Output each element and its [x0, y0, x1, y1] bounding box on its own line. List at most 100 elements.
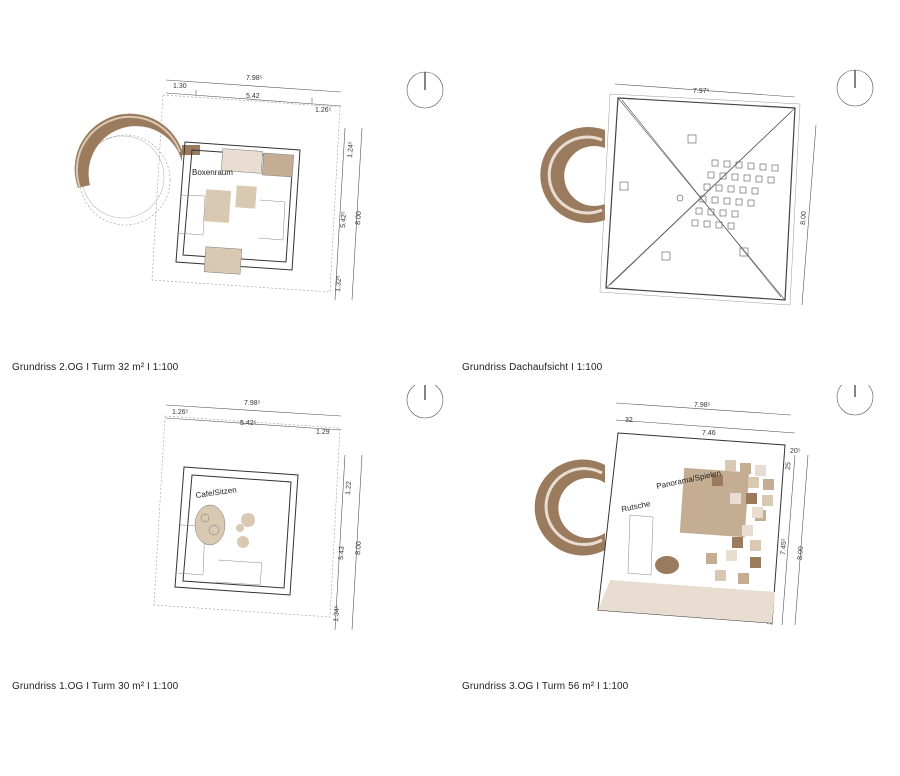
dim-v1: 1.22	[345, 481, 353, 495]
tower-walls	[597, 432, 786, 624]
tower-walls	[174, 466, 299, 596]
skylight	[759, 163, 767, 171]
slide-ramp	[534, 459, 605, 556]
skylight	[707, 208, 715, 216]
skylight	[723, 160, 731, 168]
skylight	[735, 198, 743, 206]
dim-v2: 5.43	[338, 546, 346, 560]
caption: Grundriss 2.OG I Turm 32 m² I 1:100	[12, 362, 179, 373]
skylight	[731, 173, 739, 181]
skylight	[711, 196, 719, 204]
skylight	[739, 186, 747, 194]
floor-tile	[750, 540, 761, 551]
skylight	[747, 162, 755, 170]
skylight	[727, 222, 735, 230]
plan-3og-drawing: 7.98⁵ 32 7.46 20⁵ 25 7.45⁵ 29⁵ 8.00 Ruts…	[534, 378, 874, 625]
north-arrow-icon	[836, 378, 874, 416]
skylight	[755, 175, 763, 183]
plan-1og: 7.98⁵ 1.26⁵ 5.42⁵ 1.29 1.22 5.43 1.34⁵ 8…	[0, 381, 450, 771]
skylight	[703, 220, 711, 228]
skylight	[723, 197, 731, 205]
room-label-slide: Rutsche	[621, 499, 652, 514]
dim-mid: 5.42⁵	[240, 420, 257, 427]
room-label: Cafe/Sitzen	[195, 485, 237, 500]
skylight	[731, 210, 739, 218]
floor-tile	[763, 479, 774, 490]
skylight	[719, 172, 727, 180]
skylight	[691, 219, 699, 227]
dim-left: 1.26⁵	[172, 409, 189, 416]
skylight	[751, 187, 759, 195]
slide-ramp	[74, 113, 200, 226]
dim-total: 7.98⁵	[246, 75, 263, 82]
floor-tile	[738, 573, 749, 584]
dim-total: 7.98⁵	[244, 400, 261, 407]
floor-tile	[750, 557, 761, 568]
dim-v3: 1.32⁵	[335, 275, 343, 292]
floor-tile	[755, 465, 766, 476]
plan-roof: 7.97⁵ 8.00 Grundriss Dachaufsicht I 1:10…	[450, 0, 900, 385]
caption: Grundriss Dachaufsicht I 1:100	[462, 362, 603, 373]
skylight-grid	[691, 159, 779, 230]
plan-1og-drawing: 7.98⁵ 1.26⁵ 5.42⁵ 1.29 1.22 5.43 1.34⁵ 8…	[153, 381, 444, 631]
skylight	[719, 209, 727, 217]
floor-tile	[746, 493, 757, 504]
dim-v3: 1.34⁵	[333, 605, 341, 622]
floor-tile	[748, 477, 759, 488]
dim-v2: 7.45⁵	[780, 538, 788, 555]
skylight	[767, 176, 775, 184]
skylight	[703, 183, 711, 191]
skylight	[715, 221, 723, 229]
caption: Grundriss 3.OG I Turm 56 m² I 1:100	[462, 681, 629, 692]
dim-left: 32	[625, 417, 633, 424]
floor-tile	[726, 550, 737, 561]
north-arrow-icon	[406, 381, 444, 419]
floor-tile	[762, 495, 773, 506]
skylight	[715, 184, 723, 192]
dim-right: 20⁵	[790, 448, 801, 455]
skylight	[735, 161, 743, 169]
dim-v1: 25	[785, 462, 793, 470]
floor-tile	[715, 570, 726, 581]
floor-tile	[732, 537, 743, 548]
skylight	[707, 171, 715, 179]
floor-tile	[752, 507, 763, 518]
tower-walls	[175, 141, 301, 275]
floor-tile	[730, 493, 741, 504]
floor-tile	[740, 463, 751, 474]
room-label: Boxenraum	[192, 168, 233, 177]
floor-tile	[725, 460, 736, 471]
skylight	[699, 195, 707, 203]
plan-2og-drawing: 7.98⁵ 1.30 5.42 1.26⁵ 1.24⁵ 5.42⁵ 1.32⁵ …	[74, 71, 444, 301]
dim-v2: 5.42⁵	[340, 211, 348, 228]
slide-ramp	[540, 127, 605, 223]
dim-left: 1.30	[173, 83, 187, 90]
dim-mid: 7.46	[702, 430, 716, 437]
floor-tile	[742, 525, 753, 536]
dim-vtotal: 8.00	[355, 211, 363, 225]
dim-right: 1.29	[316, 429, 330, 436]
dim-vtotal: 8.00	[355, 541, 363, 555]
skylight	[711, 159, 719, 167]
caption: Grundriss 1.OG I Turm 30 m² I 1:100	[12, 681, 179, 692]
tile-grid	[706, 460, 774, 584]
dim-v1: 1.24⁵	[347, 141, 355, 158]
dim-total: 7.97⁵	[693, 88, 710, 95]
north-arrow-icon	[836, 69, 874, 107]
skylight	[743, 174, 751, 182]
plan-3og: 7.98⁵ 32 7.46 20⁵ 25 7.45⁵ 29⁵ 8.00 Ruts…	[450, 378, 900, 771]
dim-vtotal: 8.00	[800, 211, 808, 225]
plan-roof-drawing: 7.97⁵ 8.00	[540, 69, 874, 306]
north-arrow-icon	[406, 71, 444, 109]
floor-tile	[706, 553, 717, 564]
skylight	[727, 185, 735, 193]
skylight	[771, 164, 779, 172]
plan-2og: 7.98⁵ 1.30 5.42 1.26⁵ 1.24⁵ 5.42⁵ 1.32⁵ …	[0, 0, 450, 385]
skylight	[695, 207, 703, 215]
dim-total: 7.98⁵	[694, 402, 711, 409]
dim-right: 1.26⁵	[315, 107, 332, 114]
roof-outline	[599, 93, 801, 306]
dim-mid: 5.42	[246, 93, 260, 100]
dim-vtotal: 8.00	[797, 546, 805, 560]
floor-tile	[712, 475, 723, 486]
